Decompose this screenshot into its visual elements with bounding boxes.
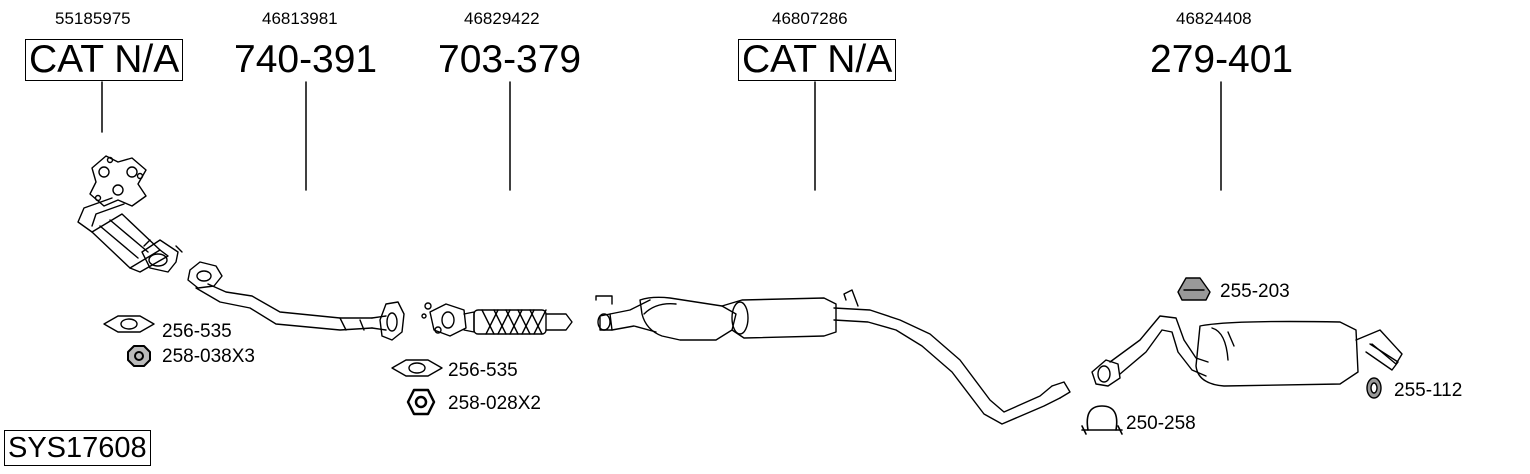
accessory-label: 256-535 — [162, 321, 232, 342]
gasket-icon — [103, 315, 155, 333]
leader-lines — [101, 81, 1222, 191]
oe-number: 46824408 — [1176, 9, 1252, 28]
part-number: 703-379 — [438, 38, 582, 81]
rubber-mount-icon — [1177, 277, 1211, 301]
front-pipe-drawing — [187, 261, 405, 341]
hex-nut-icon — [406, 388, 436, 416]
flange-nut-icon — [127, 345, 151, 367]
rear-silencer-drawing — [1091, 315, 1403, 387]
oe-number: 46829422 — [464, 9, 540, 28]
part-number-box: CAT N/A — [738, 39, 897, 81]
system-code: SYS17608 — [4, 430, 151, 466]
gasket-icon — [391, 359, 443, 377]
accessory-label: 255-112 — [1394, 380, 1463, 401]
accessory-label: 256-535 — [448, 360, 518, 381]
centre-section-drawing — [595, 289, 1071, 425]
oe-number: 46813981 — [262, 9, 338, 28]
accessory-label: 258-028X2 — [448, 393, 541, 414]
accessory-label: 250-258 — [1126, 413, 1196, 434]
manifold-catalyst-drawing — [77, 155, 183, 273]
oe-number: 46807286 — [772, 9, 848, 28]
part-number: 279-401 — [1150, 38, 1294, 81]
part-number-box: CAT N/A — [25, 39, 184, 81]
part-number: 740-391 — [234, 38, 378, 81]
accessory-label: 258-038X3 — [162, 346, 255, 367]
rubber-ring-icon — [1366, 377, 1382, 399]
oe-number: 55185975 — [55, 9, 131, 28]
flexible-pipe-drawing — [421, 302, 573, 337]
clamp-icon — [1081, 405, 1123, 435]
accessory-label: 255-203 — [1220, 281, 1290, 302]
